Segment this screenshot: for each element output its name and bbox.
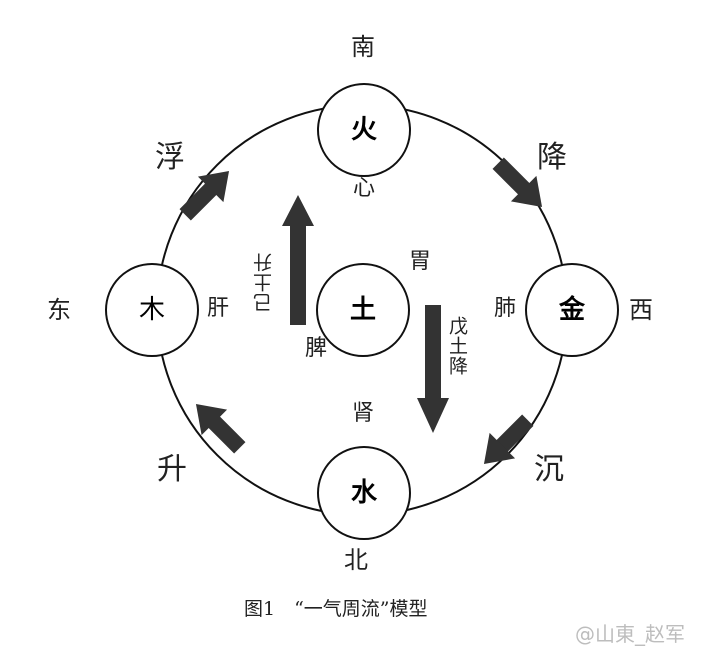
arrow-ji-earth-rise	[282, 195, 314, 325]
arrow-descend	[492, 157, 543, 208]
element-metal: 金	[559, 295, 586, 325]
phase-sink: 沉	[534, 452, 564, 487]
arrow-rise-to-float	[179, 170, 230, 221]
organ-heart: 心	[353, 176, 376, 201]
direction-east: 东	[47, 296, 71, 324]
arrow-sink	[483, 414, 534, 465]
phase-rise: 升	[157, 452, 187, 487]
watermark: @山東_赵军	[575, 622, 685, 646]
organ-lung: 肺	[494, 296, 517, 321]
element-wood: 木	[139, 295, 166, 325]
phase-descend: 降	[537, 140, 567, 175]
figure-caption: 图1 “一气周流”模型	[244, 598, 428, 620]
phase-float: 浮	[155, 140, 185, 175]
arrow-rise	[195, 403, 246, 454]
metal-circle	[525, 263, 619, 357]
label-ji-earth-rise: 己土升	[253, 252, 275, 312]
label-wu-earth-descend: 戊土降	[446, 316, 468, 376]
water-circle	[317, 446, 411, 540]
direction-west: 西	[629, 296, 653, 324]
arrow-wu-earth-descend	[417, 305, 449, 433]
element-earth: 土	[350, 295, 377, 325]
earth-circle	[316, 263, 410, 357]
element-water: 水	[351, 478, 378, 508]
organ-kidney: 肾	[352, 401, 375, 426]
direction-south: 南	[351, 33, 375, 61]
element-fire: 火	[351, 115, 378, 145]
organ-spleen: 脾	[305, 336, 328, 361]
fire-circle	[317, 83, 411, 177]
organ-liver: 肝	[207, 296, 230, 321]
wood-circle	[105, 263, 199, 357]
direction-north: 北	[344, 546, 368, 574]
organ-stomach: 胃	[409, 249, 432, 274]
